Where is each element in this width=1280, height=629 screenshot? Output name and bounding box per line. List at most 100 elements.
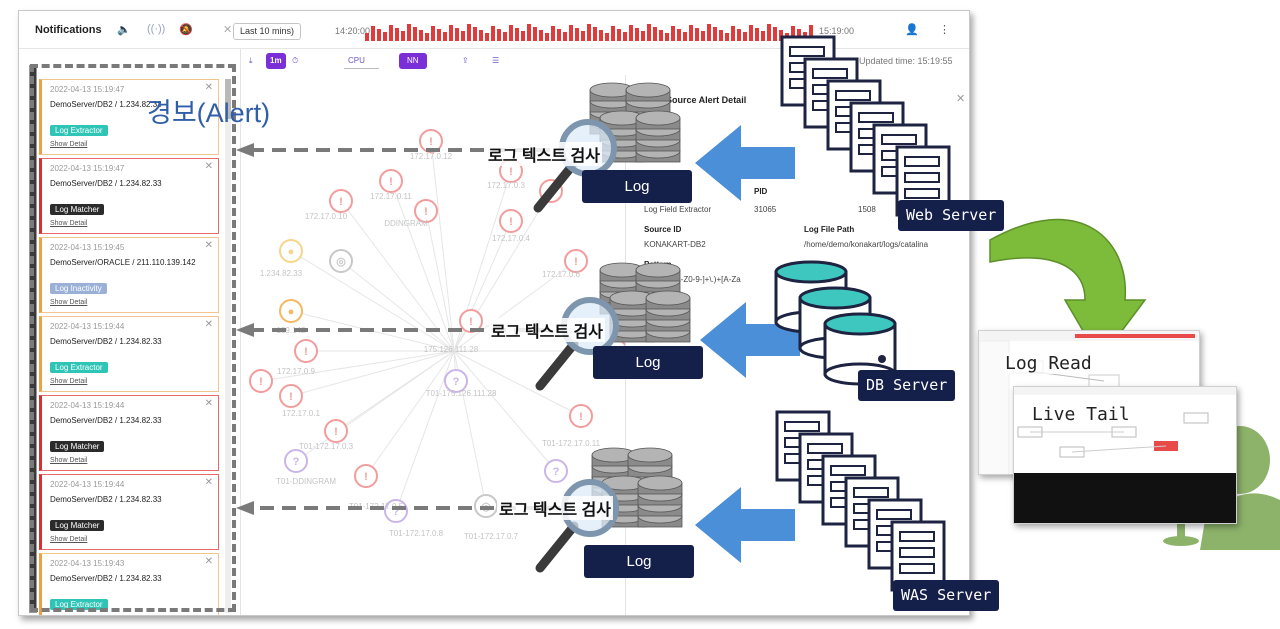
blue-arrow-was	[695, 487, 795, 563]
timeline-bar	[497, 29, 501, 41]
close-icon[interactable]: ✕	[204, 477, 213, 488]
topology-toolbar: ⤓ 1m ⏱ CPU NN ⇪ ☰	[244, 51, 969, 73]
close-icon[interactable]: ✕	[204, 240, 213, 251]
show-detail-link[interactable]: Show Detail	[50, 378, 88, 385]
scrollbar-track[interactable]	[225, 79, 231, 613]
notification-card[interactable]: 2022-04-13 15:19:47✕DemoServer/DB2 / 1.2…	[39, 158, 219, 234]
server-cylinder-top	[774, 260, 848, 284]
notification-server: DemoServer/DB2 / 1.234.82.33	[50, 416, 162, 425]
bell-off-icon[interactable]: 🔕	[179, 24, 193, 36]
timer-icon[interactable]: ⏱	[292, 56, 299, 65]
notification-card[interactable]: 2022-04-13 15:19:45✕DemoServer/ORACLE / …	[39, 237, 219, 313]
db-disk-top	[645, 290, 691, 306]
topology-label: 172.17.0.12	[410, 152, 453, 161]
time-range-selector[interactable]: Last 10 mins)	[233, 23, 302, 40]
db-disk-top	[635, 262, 681, 278]
timeline-bars[interactable]	[365, 23, 815, 41]
timeline-bar	[377, 29, 381, 41]
timeline-bar	[371, 26, 375, 41]
topology-node	[279, 299, 303, 323]
close-icon[interactable]: ✕	[204, 556, 213, 567]
db-disk-top	[625, 82, 671, 98]
topology-node	[329, 189, 353, 213]
topology-node-icon: ?	[453, 376, 460, 388]
topology-node	[499, 209, 523, 233]
log-box-web: Log	[582, 170, 692, 203]
notification-card[interactable]: 2022-04-13 15:19:44✕DemoServer/DB2 / 1.2…	[39, 316, 219, 392]
document-line	[881, 134, 917, 145]
scrollbar-thumb[interactable]	[225, 79, 231, 119]
updated-time: Updated time: 15:19:55	[859, 56, 953, 66]
close-icon[interactable]: ✕	[204, 161, 213, 172]
topology-node-icon: ●	[288, 306, 295, 318]
show-detail-link[interactable]: Show Detail	[50, 141, 88, 148]
notification-server: DemoServer/DB2 / 1.234.82.33	[50, 100, 162, 109]
notification-card[interactable]: 2022-04-13 15:19:43✕DemoServer/DB2 / 1.2…	[39, 553, 219, 615]
notification-card[interactable]: 2022-04-13 15:19:44✕DemoServer/DB2 / 1.2…	[39, 474, 219, 550]
close-icon[interactable]: ✕	[204, 398, 213, 409]
topology-node-icon: !	[289, 391, 293, 403]
document-line	[858, 112, 894, 123]
show-detail-link[interactable]: Show Detail	[50, 457, 88, 464]
timeline-bar	[539, 30, 543, 41]
close-icon[interactable]: ✕	[223, 24, 233, 36]
db-server-label: DB Server	[858, 370, 956, 401]
topology-link	[295, 350, 455, 462]
notification-card[interactable]: 2022-04-13 15:19:44✕DemoServer/DB2 / 1.2…	[39, 395, 219, 471]
server-cylinder-top	[823, 312, 897, 336]
topology-label: T01-172.17.0.11	[542, 439, 601, 448]
topology-node-icon: !	[509, 166, 513, 178]
user-icon[interactable]: 👤	[905, 24, 919, 36]
dashed-arrow-head	[236, 143, 254, 157]
timeline-bar	[641, 31, 645, 41]
timeline-bar	[749, 25, 753, 41]
topology-node-icon: !	[339, 196, 343, 208]
upload-icon[interactable]: ⇪	[462, 56, 469, 65]
timeline-bar	[593, 27, 597, 41]
notification-tag: Log Matcher	[50, 520, 105, 531]
export-icon[interactable]: ⤓	[249, 56, 253, 65]
topology-node-icon: ●	[288, 246, 295, 258]
timeline-bar	[485, 33, 489, 41]
timeline-bar	[743, 32, 747, 41]
signal-icon[interactable]: ((·))	[147, 23, 166, 35]
speaker-icon[interactable]: 🔈	[117, 24, 131, 36]
notification-tag: Log Inactivity	[50, 283, 107, 294]
log-box-db: Log	[593, 346, 703, 379]
topology-node	[569, 404, 593, 428]
notification-tag: Log Extractor	[50, 362, 108, 373]
timeline-bar	[797, 29, 801, 41]
log-search-label-web: 로그 텍스트 검사	[486, 142, 602, 166]
close-icon[interactable]: ✕	[204, 82, 213, 93]
timeline-bar	[689, 25, 693, 41]
topology-node	[294, 339, 318, 363]
topology-node	[379, 169, 403, 193]
notifications-title: Notifications	[35, 24, 102, 36]
alert-label: 경보(Alert)	[147, 98, 271, 128]
topology-label: 172.17.0.3	[487, 181, 525, 190]
topology-node	[384, 499, 408, 523]
timeline-bar	[707, 24, 711, 41]
notification-card[interactable]: 2022-04-13 15:19:47 ✕ DemoServer/DB2 / 1.2…	[39, 79, 219, 155]
timeline-bar	[545, 33, 549, 41]
show-detail-link[interactable]: Show Detail	[50, 299, 88, 306]
notification-time: 2022-04-13 15:19:47	[50, 85, 125, 94]
notifications-panel: 2022-04-13 15:19:47 ✕ DemoServer/DB2 / 1.2…	[19, 49, 241, 615]
log-read-label: Log Read	[1005, 353, 1092, 374]
close-icon[interactable]: ✕	[204, 319, 213, 330]
document-line	[904, 156, 940, 167]
interval-pill[interactable]: 1m	[266, 53, 286, 69]
show-detail-link[interactable]: Show Detail	[50, 536, 88, 543]
db-disk-top	[635, 110, 681, 126]
magnifier-handle	[535, 339, 579, 391]
list-icon[interactable]: ☰	[492, 56, 500, 65]
detail-title: Source Alert Detail	[666, 95, 747, 105]
timeline-bar	[725, 33, 729, 41]
cpu-select[interactable]: CPU	[344, 53, 379, 69]
nn-select[interactable]: NN	[399, 53, 427, 69]
magnifier-handle	[533, 161, 577, 213]
close-icon[interactable]: ✕	[956, 93, 966, 105]
more-icon[interactable]: ⋮	[939, 24, 950, 36]
show-detail-link[interactable]: Show Detail	[50, 220, 88, 227]
